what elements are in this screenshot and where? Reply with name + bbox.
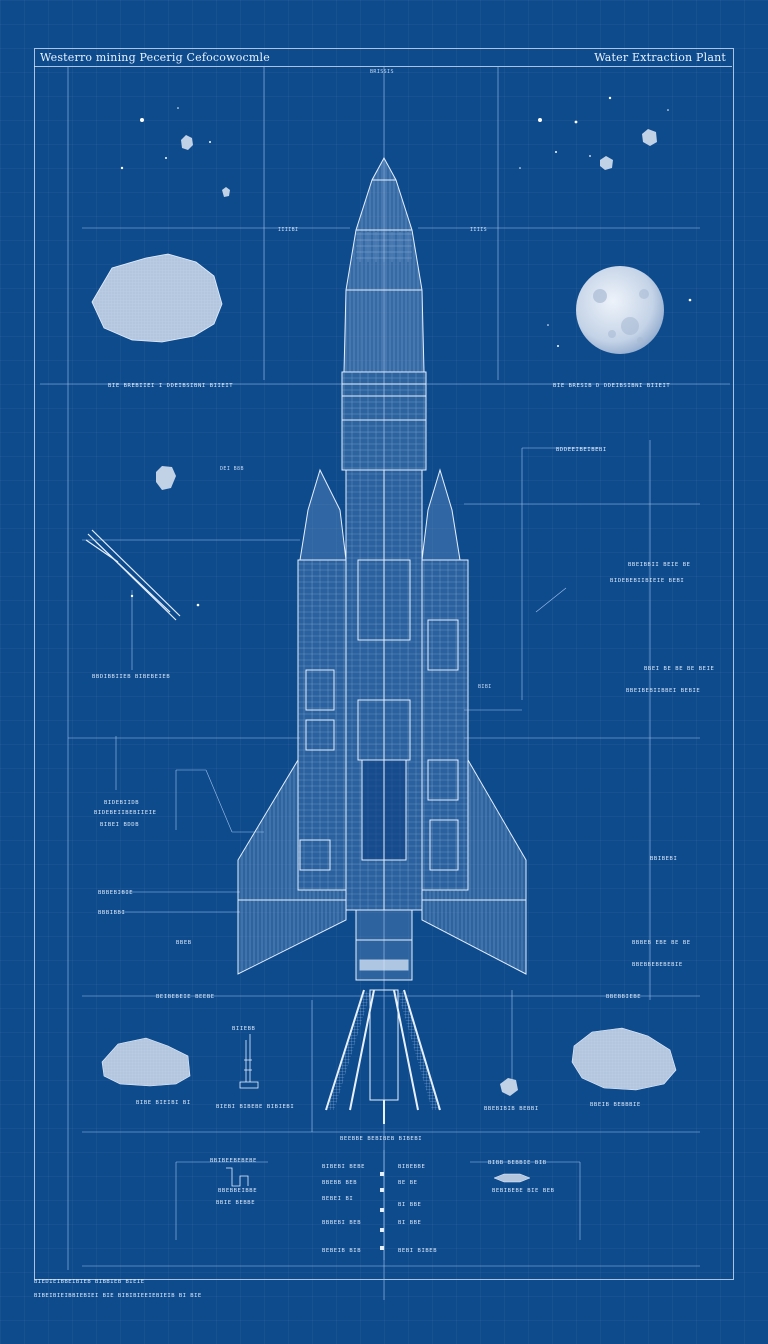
left-section-label: BIE BREBIIEI I DDEIBSIBNI BIIEIT <box>108 383 233 389</box>
upper-left-mark: IIIIBI <box>278 227 298 233</box>
svg-text:BBIE BEBBE: BBIE BEBBE <box>216 1200 255 1206</box>
title-bar <box>34 48 732 67</box>
table-right: BIBB BEBBIE BIB BEBIBEBE BIE BEB <box>488 1160 555 1194</box>
asteroid-lower-right <box>571 1027 677 1091</box>
right-lower-1: BBBEB EBE BE BE <box>632 940 691 946</box>
left-fin-2: BBBIBBI <box>98 910 125 916</box>
right-section-label: BIE BRESIB D DDEIBSIBNI BIIEIT <box>553 383 670 389</box>
right-spec-3: BBEI BE BE BE BEIE <box>644 666 714 672</box>
right-spec-4: BBEIBEBIIBBEI BEBIE <box>626 688 700 694</box>
tower-label: BIIEBB <box>232 1026 256 1032</box>
upper-right-mark: IIIIS <box>470 227 487 233</box>
probe-debris-left <box>85 529 181 621</box>
ground-right: BBEBBIEBE <box>606 994 641 1000</box>
right-spec-1: BBEIBBII BEIE BE <box>628 562 691 568</box>
left-small-1: BIDEBIIDB <box>104 800 139 806</box>
left-arm-label: BBDIBBIIEB BIBEBEIEB <box>92 674 170 680</box>
left-small-2: BIDEBEIIBEBIIEIE <box>94 810 157 816</box>
title-right: Water Extraction Plant <box>594 51 726 64</box>
svg-text:BBEBBEIBBE: BBEBBEIBBE <box>218 1188 257 1194</box>
svg-text:BBBEBI BEB: BBBEBI BEB <box>322 1220 361 1226</box>
rock-left-label: BIBE BIEIBI BI <box>136 1100 191 1106</box>
launch-stand <box>325 989 441 1111</box>
footer-line-2: BIBEIBIEIBBIEBIEI BIE BIBIBIEEIEBIEIB BI… <box>34 1293 202 1299</box>
title-left: Westerro mining Pecerig Cefocowocmle <box>40 51 270 64</box>
tower-base-label: BIEBI BIBEBE BIBIEBI <box>216 1104 294 1110</box>
left-booster-nose <box>299 468 347 561</box>
asteroid-lower-left <box>101 1037 191 1087</box>
table-center-left: BIBEBI BEBE BBEBB BEB BEBEI BI BBBEBI BE… <box>322 1164 365 1254</box>
callout-labels: BRISSIS BIE BREBIIEI I DDEIBSIBNI BIIEIT… <box>92 69 714 1142</box>
svg-text:BI BBE: BI BBE <box>398 1220 421 1226</box>
right-spec-2: BIDEBEBIIBIEIE BEBI <box>610 578 684 584</box>
launch-tower-mini <box>239 1034 259 1089</box>
asteroid-small-1 <box>156 129 657 490</box>
rocket <box>237 156 527 1124</box>
nose-label: DEI B8B <box>220 466 244 472</box>
small-rock-label: BBEBIBIB BEBBI <box>484 1106 539 1112</box>
svg-text:BE BE: BE BE <box>398 1180 418 1186</box>
left-fin-1: BBBEBIBIE <box>98 890 133 896</box>
left-small-3: BIBEI BDDB <box>100 822 139 828</box>
rock-right-label: BBEIB BEBBBIE <box>590 1102 641 1108</box>
table-left: BBIBEEBEBEBE BBEBBEIBBE BBIE BEBBE <box>210 1158 257 1206</box>
svg-text:BI BBE: BI BBE <box>398 1202 421 1208</box>
star-field <box>120 96 692 607</box>
svg-text:BBEBB BEB: BBEBB BEB <box>322 1180 357 1186</box>
asteroid-tiny-lower <box>500 1078 518 1096</box>
stand-base-label: BEEBBE BEBIBEB BIBEBI <box>340 1136 422 1142</box>
table-center-right: BIBEBBE BE BE BI BBE BI BBE BEBI BIBEB <box>380 1164 437 1254</box>
header-mark: BRISSIS <box>370 69 394 75</box>
svg-text:BEBEIB BIB: BEBEIB BIB <box>322 1248 361 1254</box>
svg-text:BEBI BIBEB: BEBI BIBEB <box>398 1248 437 1254</box>
left-fin-3: BBEB <box>176 940 192 946</box>
svg-text:BEBEI BI: BEBEI BI <box>322 1196 353 1202</box>
booster-top-label: BDDEEIBEIBEBI <box>556 447 607 453</box>
footer-line-1: BIEDIEIBBEIBIEB BIBBIEB BIEIE <box>34 1279 145 1285</box>
right-booster-nose <box>421 468 461 561</box>
svg-text:BIBEBI BEBE: BIBEBI BEBE <box>322 1164 365 1170</box>
mid-tag: BIBI <box>478 684 492 690</box>
svg-text:BBIBEEBEBEBE: BBIBEEBEBEBE <box>210 1158 257 1164</box>
svg-text:BIBEBBE: BIBEBBE <box>398 1164 425 1170</box>
moon <box>576 266 664 354</box>
right-lower-2: BBEBBEBEBEBIE <box>632 962 683 968</box>
svg-text:BIBB BEBBIE BIB: BIBB BEBBIE BIB <box>488 1160 547 1166</box>
svg-text:BEBIBEBE BIE BEB: BEBIBEBE BIE BEB <box>492 1188 555 1194</box>
ground-left: BEIBEBEIE BEEBE <box>156 994 215 1000</box>
asteroid-large-left <box>91 253 223 343</box>
right-fin-1: BBIBEBI <box>650 856 677 862</box>
